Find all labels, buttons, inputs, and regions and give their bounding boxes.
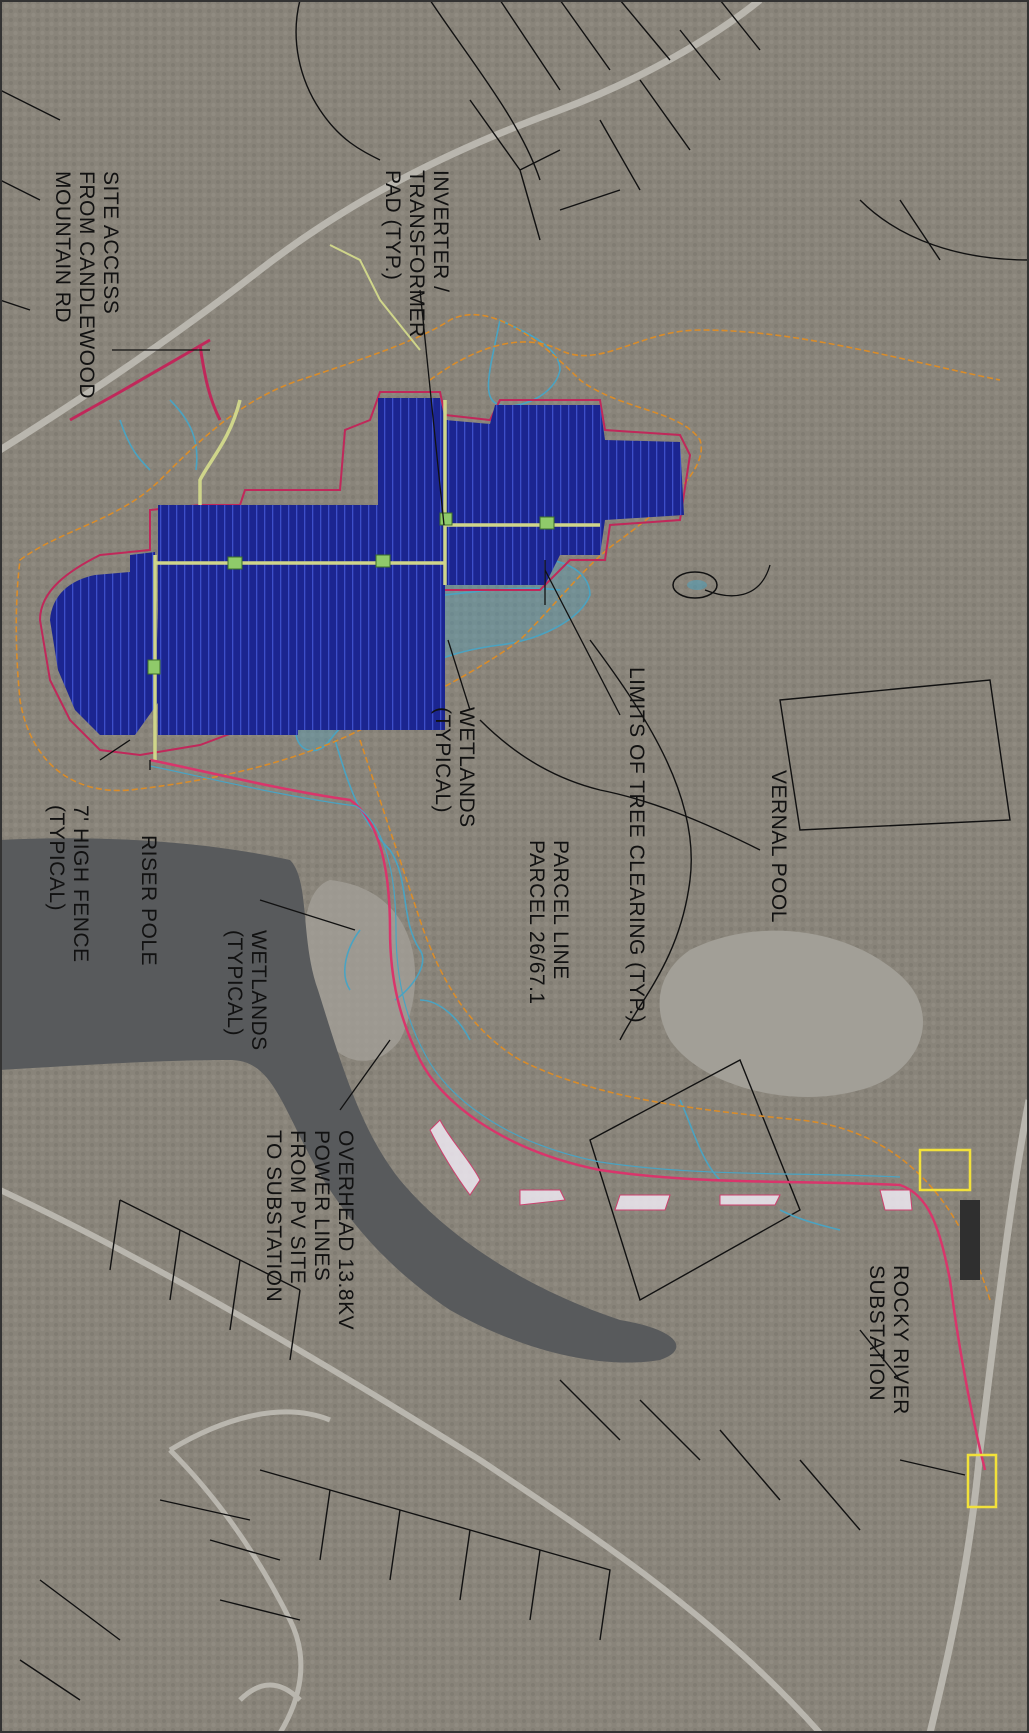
label-wetlands-south: WETLANDS (TYPICAL) bbox=[223, 930, 270, 1051]
road-subdivision bbox=[168, 1409, 331, 1733]
inverter-transformer-pads bbox=[147, 512, 555, 675]
reservoir-water bbox=[0, 838, 677, 1363]
label-limits-of-tree-clearing: LIMITS OF TREE CLEARING (TYP.) bbox=[625, 667, 648, 1024]
label-riser-pole: RISER POLE bbox=[137, 835, 160, 967]
yard-equipment bbox=[918, 1148, 972, 1192]
limits-of-tree-clearing bbox=[429, 329, 1001, 381]
label-vernal-pool: VERNAL POOL bbox=[767, 770, 790, 923]
solar-array-block-northwest bbox=[378, 420, 448, 515]
limits-of-tree-clearing bbox=[359, 739, 991, 1301]
leader-lines bbox=[99, 289, 966, 1476]
label-parcel-line: PARCEL LINE PARCEL 26/67.1 bbox=[525, 840, 572, 1005]
solar-array-block-center bbox=[158, 560, 298, 735]
limits-of-tree-clearing bbox=[15, 314, 703, 792]
solar-array bbox=[50, 398, 684, 735]
vernal-pool-water bbox=[687, 580, 707, 590]
label-overhead-power-lines: OVERHEAD 13.8KV POWER LINES FROM PV SITE… bbox=[262, 1130, 357, 1331]
solar-array-block-north bbox=[378, 398, 684, 585]
label-wetlands-north: WETLANDS (TYPICAL) bbox=[431, 707, 478, 828]
vernal-pool bbox=[672, 571, 718, 599]
label-inverter-transformer-pad: INVERTER / TRANSFORMER PAD (TYP.) bbox=[381, 170, 452, 338]
building-block bbox=[960, 1200, 980, 1280]
tree-clearing-disturbance bbox=[429, 1119, 913, 1211]
overhead-power-line bbox=[149, 758, 987, 1471]
overhead-power-line-corridor bbox=[149, 765, 901, 1178]
solar-array-block-west bbox=[50, 552, 160, 735]
rocky-river-substation bbox=[966, 1453, 998, 1509]
open-clearing-area bbox=[304, 880, 416, 1061]
site-access-driveway bbox=[329, 244, 421, 351]
label-rocky-river-substation: ROCKY RIVER SUBSTATION bbox=[865, 1265, 912, 1415]
open-clearing-area bbox=[659, 930, 924, 1097]
road-south bbox=[0, 1187, 823, 1733]
label-high-fence: 7' HIGH FENCE (TYPICAL) bbox=[45, 805, 92, 963]
array-access-roads bbox=[153, 399, 600, 760]
road-candlewood-mountain bbox=[0, 0, 763, 453]
site-access-driveway bbox=[69, 338, 222, 422]
label-site-access: SITE ACCESS FROM CANDLEWOOD MOUNTAIN RD bbox=[51, 171, 122, 399]
